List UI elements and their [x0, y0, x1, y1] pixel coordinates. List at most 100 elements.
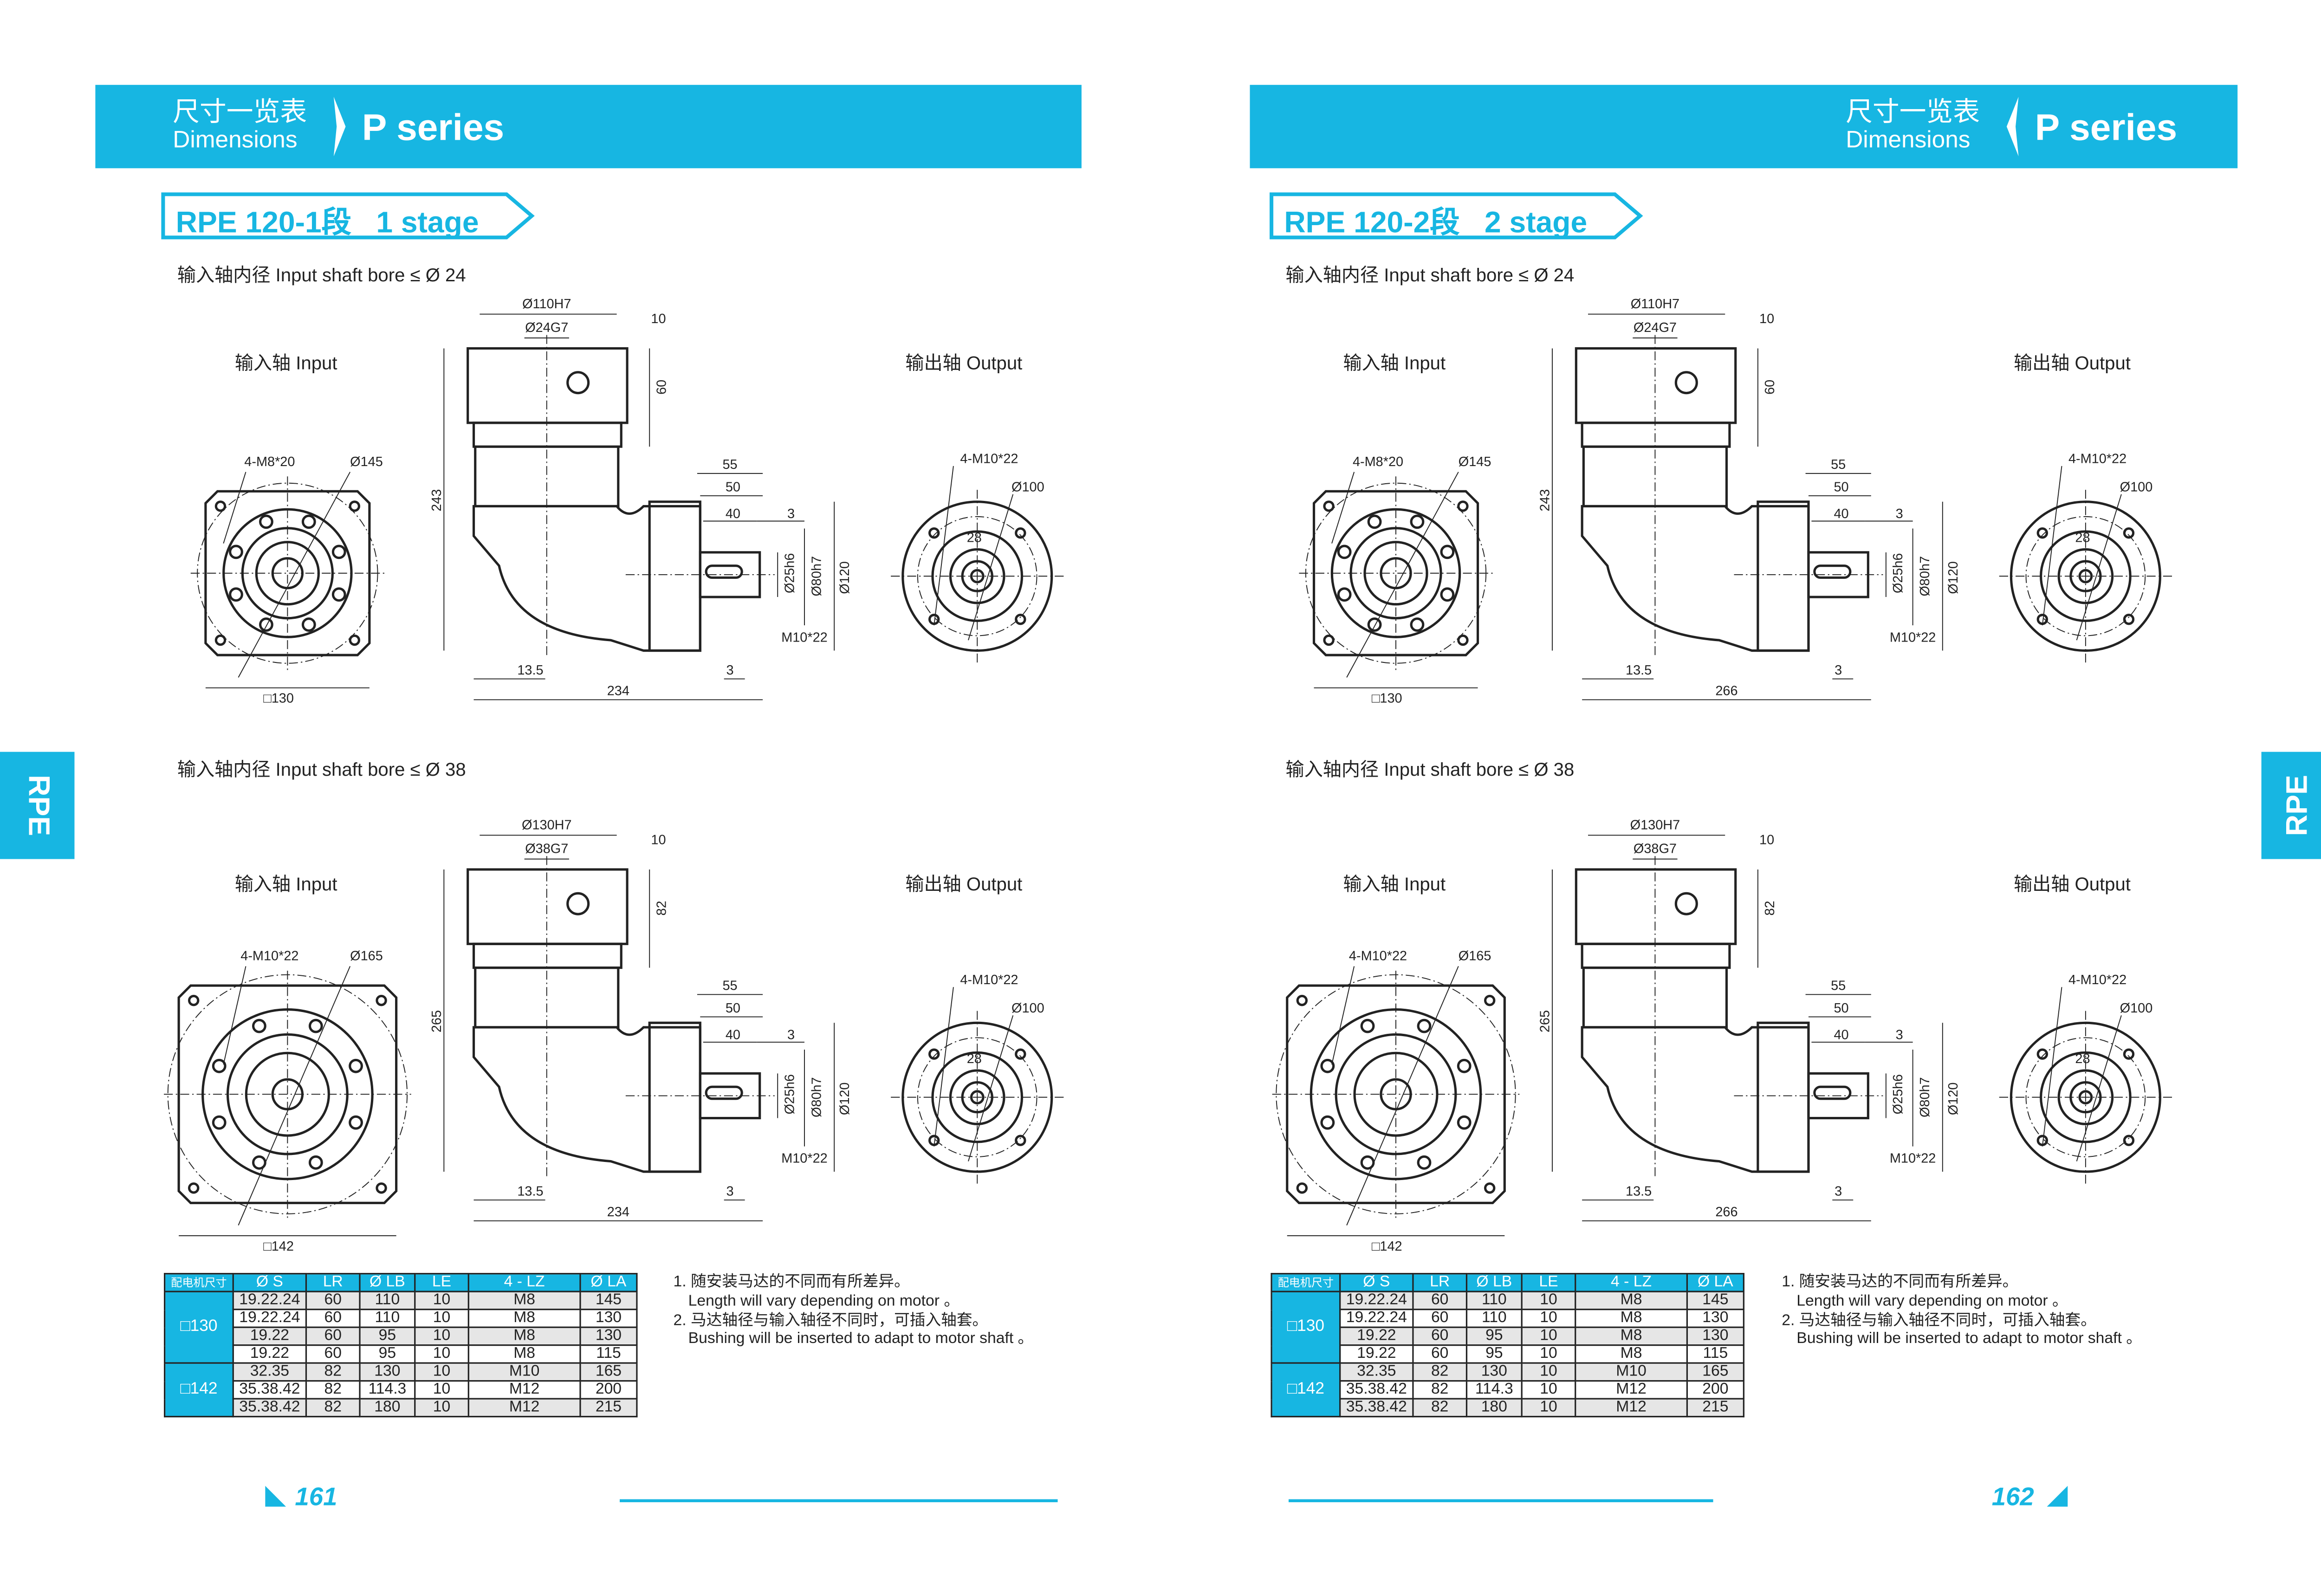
- output-ring: [2057, 548, 2114, 604]
- output-flange-view: [1999, 490, 2172, 663]
- bolt-hole: [1337, 587, 1352, 602]
- input-view-label: 输入轴 Input: [235, 874, 337, 895]
- table-cell: 10: [1521, 1380, 1576, 1400]
- output-ring: [2057, 1069, 2114, 1125]
- table-cell: M8: [467, 1291, 581, 1311]
- dim-10: 10: [651, 832, 666, 847]
- mount-hole: [1484, 1182, 1496, 1194]
- bolt-hole: [1417, 1019, 1432, 1033]
- note-1-en: Length will vary depending on motor 。: [1796, 1292, 2068, 1310]
- stage-label-box: RPE 120-2段 2 stage: [1269, 192, 1645, 240]
- dim-housing-height: 60: [1763, 380, 1777, 395]
- output-flange-view: [891, 490, 1064, 663]
- dim-output-holes: 4-M10*22: [960, 973, 1018, 987]
- input-flange-square: [177, 984, 398, 1204]
- dim-40: 40: [1834, 1028, 1849, 1043]
- table-cell: 19.22.24: [1339, 1291, 1414, 1311]
- dim-3: 3: [1896, 1028, 1903, 1043]
- column-header: LE: [1521, 1273, 1576, 1292]
- bolt-hole: [2123, 613, 2135, 625]
- dim-3: 3: [726, 663, 733, 678]
- bolt-hole: [2123, 1135, 2135, 1146]
- bolt-hole: [1015, 527, 1026, 539]
- mount-hole: [214, 500, 227, 512]
- table-cell: 60: [1412, 1291, 1468, 1311]
- page-triangle-icon: [265, 1486, 286, 1507]
- stage-title: RPE 120-1段 1 stage: [175, 207, 479, 240]
- dim-square: □130: [1372, 691, 1402, 706]
- mount-hole: [349, 500, 360, 512]
- chevron-right-icon: [333, 97, 346, 156]
- table-cell: 60: [1412, 1309, 1468, 1328]
- dim-input-pcd: Ø145: [1459, 454, 1491, 469]
- notes: 1. 随安装马达的不同而有所差异。 Length will vary depen…: [674, 1273, 1034, 1349]
- bore-caption-top: 输入轴内径 Input shaft bore ≤ Ø 24: [177, 265, 466, 286]
- input-housing: [1575, 868, 1737, 945]
- pcd-circle: [917, 516, 1037, 636]
- side-tab-label: RPE: [21, 775, 55, 836]
- dim-output-pcd: Ø100: [1011, 1001, 1044, 1016]
- bolt-hole: [301, 514, 316, 529]
- table-cell: 145: [579, 1291, 638, 1311]
- series-title: P series: [362, 107, 505, 149]
- dim-total-height: 265: [429, 1010, 444, 1032]
- table-cell: 110: [1465, 1309, 1523, 1328]
- bolt-hole: [308, 1019, 323, 1033]
- leader-line: [1346, 966, 1459, 1226]
- dim-output-diameter: Ø120: [837, 561, 852, 594]
- dim-output-diameter: Ø120: [1946, 1083, 1961, 1116]
- table-cell: 95: [1465, 1326, 1523, 1346]
- table-cell: 165: [579, 1362, 638, 1382]
- dim-square: □130: [263, 691, 294, 706]
- table-cell: 95: [359, 1326, 416, 1346]
- right-angle-body: [472, 1026, 701, 1173]
- dim-shaft-diameter: Ø25h6: [782, 553, 797, 593]
- table-cell: 60: [305, 1344, 361, 1364]
- bolt-hole: [331, 587, 346, 602]
- dim-total-height: 243: [429, 489, 444, 512]
- access-hole: [1674, 892, 1698, 915]
- input-view-label: 输入轴 Input: [1343, 353, 1446, 373]
- table-cell: 130: [579, 1309, 638, 1328]
- mount-hole: [376, 994, 387, 1006]
- input-housing: [1575, 347, 1737, 424]
- mount-hole: [214, 634, 227, 646]
- dim-square: □142: [1372, 1239, 1402, 1254]
- dim-40: 40: [1834, 506, 1849, 521]
- table-cell: 114.3: [1465, 1380, 1523, 1400]
- leader-line: [1346, 472, 1459, 678]
- mount-hole: [376, 1182, 387, 1194]
- motor-size-cell: □130: [164, 1291, 234, 1364]
- dim-total-height: 265: [1538, 1010, 1553, 1032]
- input-flange-square: [204, 490, 371, 656]
- output-flange: [648, 500, 701, 652]
- dim-total-length: 234: [607, 684, 629, 699]
- dim-3: 3: [787, 506, 795, 521]
- dim-pilot-diameter: Ø80h7: [809, 1077, 824, 1117]
- bolt-hole: [349, 1058, 363, 1073]
- table-cell: 10: [1521, 1398, 1576, 1418]
- bore-caption-bottom: 输入轴内径 Input shaft bore ≤ Ø 38: [1285, 759, 1575, 780]
- input-flange-square: [1312, 490, 1479, 656]
- dim-pilot-diameter: Ø80h7: [1918, 556, 1932, 597]
- header-band-left: 尺寸一览表 Dimensions P series: [95, 84, 1082, 169]
- dim-55: 55: [1831, 457, 1846, 472]
- bolt-hole: [308, 1155, 323, 1170]
- bolt-hole: [928, 527, 940, 539]
- input-flange-square: [1286, 984, 1506, 1204]
- bolt-hole: [1410, 617, 1425, 632]
- bolt-hole: [1015, 1048, 1026, 1060]
- column-header: LR: [305, 1273, 361, 1292]
- mount-hole: [1323, 500, 1335, 512]
- table-cell: 60: [305, 1291, 361, 1311]
